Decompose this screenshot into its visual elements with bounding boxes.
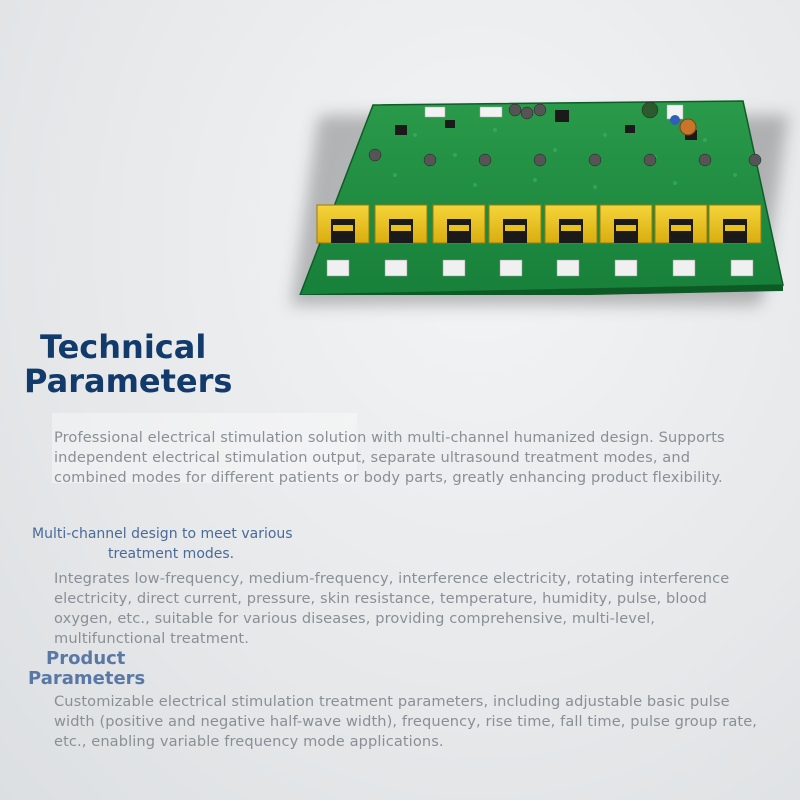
multichannel-heading: Multi-channel design to meet various tre…: [32, 524, 293, 564]
title-line-2: Parameters: [24, 362, 233, 400]
intro-line: combined modes for different patients or…: [54, 469, 723, 486]
multichannel-heading-line-2: treatment modes.: [108, 546, 235, 562]
intro-line: Professional electrical stimulation solu…: [54, 429, 725, 446]
product-heading: Product Parameters: [28, 649, 145, 689]
multichannel-line: oxygen, etc., suitable for various disea…: [54, 610, 655, 627]
product-heading-line-1: Product: [46, 648, 126, 669]
product-paragraph: Customizable electrical stimulation trea…: [54, 692, 757, 752]
pcb-board-image: [291, 95, 789, 305]
product-line: width (positive and negative half-wave w…: [54, 713, 758, 730]
product-heading-line-2: Parameters: [28, 668, 146, 689]
page-title: Technical Parameters: [24, 330, 232, 398]
product-line: Customizable electrical stimulation trea…: [54, 693, 730, 710]
multichannel-heading-line-1: Multi-channel design to meet various: [32, 526, 293, 542]
multichannel-paragraph: Integrates low-frequency, medium-frequen…: [54, 569, 729, 649]
intro-paragraph: Professional electrical stimulation solu…: [54, 428, 725, 488]
multichannel-line: multifunctional treatment.: [54, 630, 249, 647]
multichannel-line: Integrates low-frequency, medium-frequen…: [54, 570, 730, 587]
title-line-1: Technical: [40, 328, 207, 366]
pcb-board-icon: [299, 100, 784, 295]
highlight-band: [52, 413, 357, 483]
product-line: etc., enabling variable frequency mode a…: [54, 733, 444, 750]
multichannel-line: electricity, direct current, pressure, s…: [54, 590, 707, 607]
intro-line: independent electrical stimulation outpu…: [54, 449, 691, 466]
